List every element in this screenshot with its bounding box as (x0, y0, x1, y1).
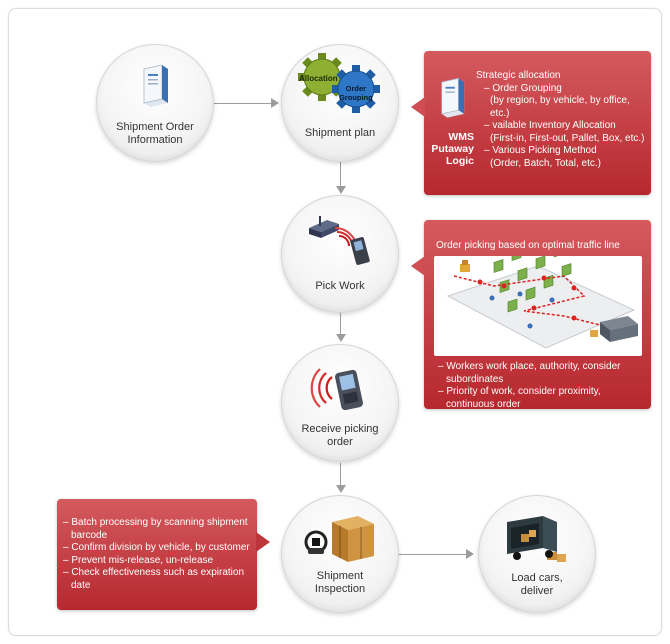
callout-line: date (71, 579, 91, 591)
callout-line: – Batch processing by scanning shipment (63, 517, 248, 528)
delivery-truck-icon (507, 516, 566, 562)
arrow-pick-to-receive (336, 334, 346, 342)
node-label: Shipment Order Information (116, 121, 194, 146)
node-shipment-inspection: Shipment Inspection (281, 495, 399, 613)
server-icon (143, 65, 168, 107)
node-label: Pick Work (315, 280, 365, 292)
node-shipment-order: Shipment Order Information (96, 44, 214, 162)
callout-line: – Confirm division by vehicle, by custom… (63, 542, 250, 553)
callout-wms-strategic-allocation: WMS Putaway Logic Strategic allocation –… (411, 51, 651, 195)
callout-line: – Various Picking Method (484, 145, 597, 156)
arrow-order-to-plan (271, 98, 279, 108)
callout-line: subordinates (446, 373, 504, 385)
callout-pointer (411, 97, 425, 117)
node-load-cars: Load cars, deliver (478, 495, 596, 613)
callout-inspection-text: – Batch processing by scanning shipment … (63, 517, 255, 592)
callout-picking-text: – Workers work place, authority, conside… (438, 361, 648, 411)
node-receive-picking: Receive picking order (281, 344, 399, 462)
callout-line: – Prevent mis-release, un-release (63, 554, 214, 566)
gears-icon (298, 53, 380, 113)
callout-title: Strategic allocation (476, 70, 561, 81)
callout-line: – Order Grouping (484, 82, 562, 94)
node-label: Shipment plan (304, 127, 376, 139)
warehouse-floor-icon (446, 223, 638, 349)
callout-line: (by region, by vehicle, by office, etc.) (490, 95, 630, 119)
node-pick-work: Pick Work (281, 195, 399, 313)
callout-line: – vailable Inventory Allocation (484, 120, 616, 131)
connector-inspection-to-load (399, 554, 467, 555)
node-label: Load cars, deliver (511, 572, 563, 597)
callout-title: Order picking based on optimal traffic l… (436, 240, 620, 251)
warehouse-layout-illustration (434, 223, 642, 356)
callout-line: – Workers work place, authority, conside… (438, 361, 621, 372)
node-shipment-plan: Allocation Order Grouping Shipment plan (281, 44, 399, 162)
callout-line: continuous order (446, 398, 521, 410)
server-icon (441, 77, 465, 118)
connector-order-to-plan (214, 103, 272, 104)
callout-line: barcode (71, 529, 108, 541)
callout-line: – Priority of work, consider proximity, (438, 386, 601, 397)
connector-receive-to-inspection (340, 463, 341, 486)
callout-pointer (256, 532, 270, 552)
callout-order-picking: Order picking based on optimal traffic l… (411, 220, 651, 411)
connector-pick-to-receive (340, 313, 341, 335)
callout-line: – Check effectiveness such as expiration (63, 567, 245, 578)
callout-line: (First-in, First-out, Pallet, Box, etc.) (490, 132, 645, 144)
wms-putaway-logic-label: WMS Putaway Logic (431, 131, 474, 167)
gear-label-allocation: Allocation (299, 74, 338, 83)
arrow-inspection-to-load (466, 549, 474, 559)
callout-line: (Order, Batch, Total, etc.) (490, 157, 601, 169)
connector-plan-to-pick (340, 161, 341, 187)
node-label: Receive picking order (301, 423, 379, 448)
callout-wms-text: Strategic allocation – Order Grouping (b… (476, 70, 648, 170)
package-scan-icon (304, 516, 374, 562)
callout-inspection: – Batch processing by scanning shipment … (57, 499, 270, 610)
callout-pointer (411, 256, 425, 276)
handheld-terminal-icon (310, 368, 363, 411)
gear-label-order-grouping: Order Grouping (339, 84, 373, 102)
arrow-plan-to-pick (336, 186, 346, 194)
wireless-reader-icon (309, 216, 370, 265)
arrow-receive-to-inspection (336, 485, 346, 493)
node-label: Shipment Inspection (314, 570, 366, 595)
